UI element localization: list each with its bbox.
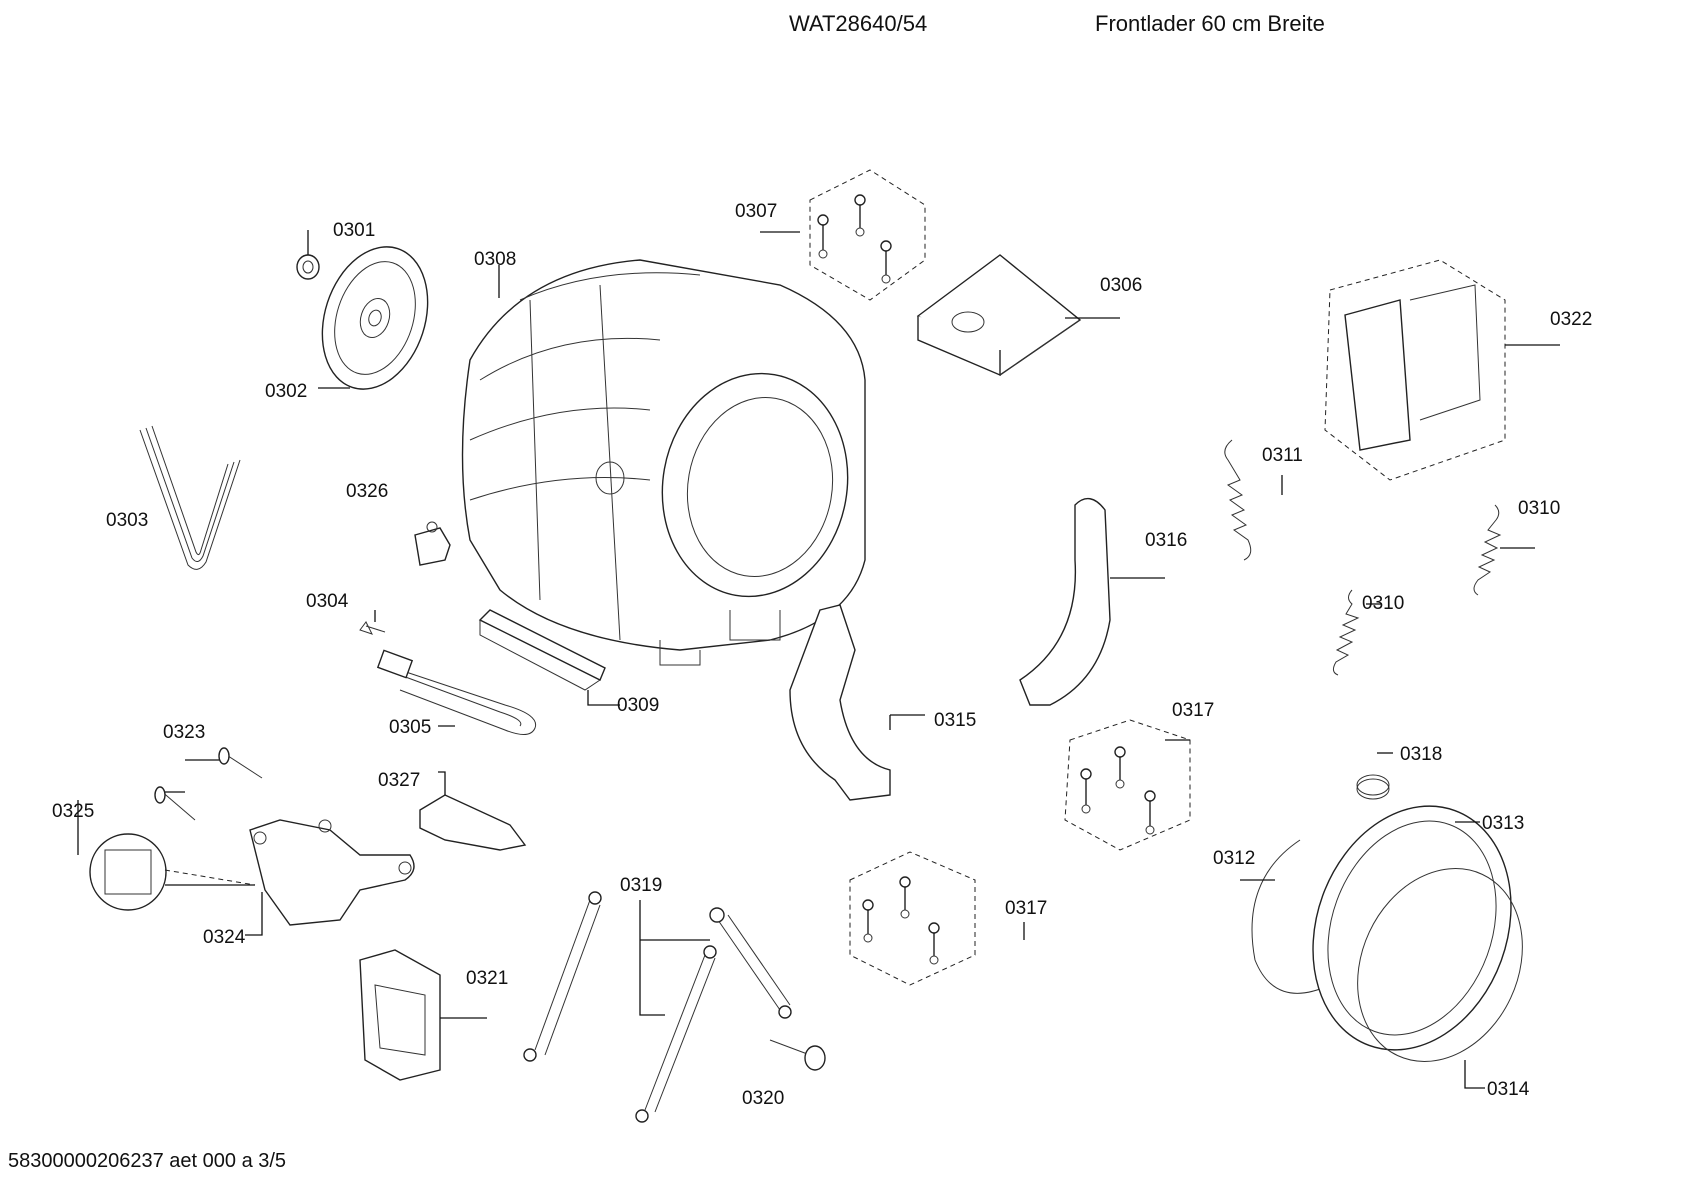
part-0317a-drawing [1064,719,1191,851]
label-0310-lower: 0310 [1362,593,1404,614]
label-0317-upper: 0317 [1172,700,1214,721]
label-0307: 0307 [735,201,777,222]
part-0306-drawing [916,254,1120,377]
part-0303-drawing [139,425,241,570]
part-0310b-drawing [1332,589,1382,676]
label-0312: 0312 [1213,848,1255,869]
part-0311-drawing [1224,439,1283,561]
part-0315-drawing [789,604,925,801]
document-code: 58300000206237 aet 000 a 3/5 [8,1150,287,1172]
label-0314: 0314 [1487,1079,1530,1100]
label-0318: 0318 [1400,744,1442,765]
label-0310-upper: 0310 [1518,498,1560,519]
label-0316: 0316 [1145,530,1187,551]
part-0314-drawing [1357,868,1523,1089]
part-0325-drawing [77,800,256,911]
part-0320-drawing [769,1039,826,1071]
part-0308-drawing [461,259,866,666]
label-0322: 0322 [1550,309,1592,330]
model-number: WAT28640/54 [789,11,928,36]
part-0304-drawing [359,610,386,635]
label-0324: 0324 [203,927,246,948]
label-0325: 0325 [52,801,94,822]
label-0319: 0319 [620,875,662,896]
label-0315: 0315 [934,710,976,731]
part-0316-drawing [1019,497,1165,706]
label-0313: 0313 [1482,813,1524,834]
label-0317-lower: 0317 [1005,898,1047,919]
label-0321: 0321 [466,968,508,989]
part-0326-drawing [414,521,451,566]
part-0302-drawing [318,246,429,390]
label-0320: 0320 [742,1088,784,1109]
label-0304: 0304 [306,591,349,612]
part-0321-drawing [359,949,487,1081]
part-0323-drawing [154,747,263,821]
label-0309: 0309 [617,695,659,716]
label-0302: 0302 [265,381,307,402]
label-0326: 0326 [346,481,388,502]
part-0307-drawing [760,169,926,301]
label-0327: 0327 [378,770,420,791]
part-0305-drawing [376,649,537,735]
part-0310a-drawing [1473,504,1535,596]
part-0322-drawing [1324,259,1560,481]
label-0323: 0323 [163,722,205,743]
part-0312-drawing [1240,839,1331,994]
part-0301-drawing [296,230,320,280]
appliance-description: Frontlader 60 cm Breite [1095,11,1325,36]
part-0318-drawing [1356,752,1393,800]
part-0319-drawing [523,891,792,1123]
label-0311: 0311 [1262,445,1303,466]
part-0327-drawing [419,771,527,851]
label-0301: 0301 [333,220,375,241]
label-0305: 0305 [389,717,431,738]
label-0308: 0308 [474,249,516,270]
part-0309-drawing [478,609,620,706]
label-0303: 0303 [106,510,148,531]
part-0324-drawing [245,819,415,936]
part-0317b-drawing [849,851,1025,986]
part-0313-drawing [1312,805,1512,1051]
label-0306: 0306 [1100,275,1142,296]
